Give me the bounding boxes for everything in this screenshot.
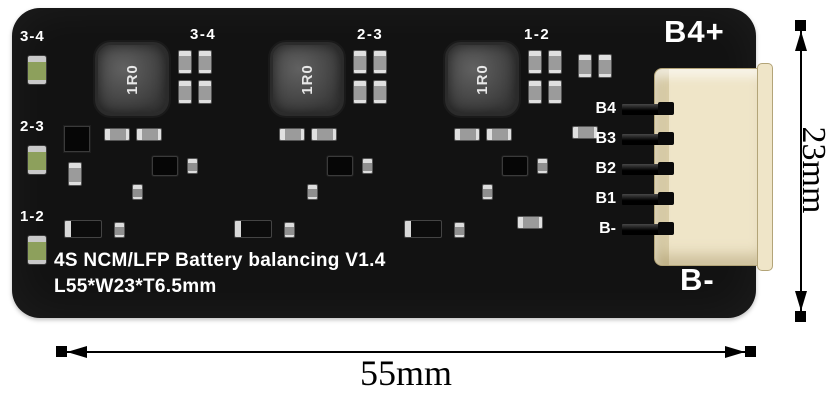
smd-component [64, 220, 102, 238]
smd-component [353, 80, 367, 104]
smd-component [528, 80, 542, 104]
pin-row-b-minus: B- [586, 220, 670, 238]
smd-component [373, 50, 387, 74]
smd-component [454, 128, 480, 141]
smd-component [548, 50, 562, 74]
pin-contact [622, 103, 670, 115]
height-dimension-label: 23mm [795, 126, 832, 214]
pin-row-b2: B2 [586, 160, 670, 178]
smd-component [284, 222, 295, 238]
led-2-3 [27, 145, 47, 175]
smd-component [187, 158, 198, 174]
jst-connector [654, 63, 773, 271]
smd-component [482, 184, 493, 200]
width-dimension-label: 55mm [359, 353, 452, 393]
board-size-text: L55*W23*T6.5mm [54, 276, 217, 297]
smd-component [486, 128, 512, 141]
inductor-marking: 1R0 [473, 63, 491, 95]
smd-component [598, 54, 612, 78]
pin-row-b4: B4 [586, 100, 670, 118]
dimension-end-cap [795, 311, 806, 322]
smd-component [548, 80, 562, 104]
pin-row-b3: B3 [586, 130, 670, 148]
smd-component [178, 80, 192, 104]
smd-component [64, 126, 90, 152]
connector-slot [658, 222, 674, 235]
smd-component [517, 216, 543, 229]
smd-component [404, 220, 442, 238]
connector-slot [658, 102, 674, 115]
smd-component [68, 162, 82, 186]
smd-component [578, 54, 592, 78]
smd-component [537, 158, 548, 174]
connector-slot [658, 162, 674, 175]
smd-component [454, 222, 465, 238]
smd-component [114, 222, 125, 238]
connector-slot [658, 192, 674, 205]
pin-contact [622, 163, 670, 175]
smd-component [198, 50, 212, 74]
smd-component [327, 156, 353, 176]
pcb-board: 3-4 2-3 1-2 3-4 2-3 1-2 1R0 1R0 1R0 B4 B… [12, 8, 773, 318]
smd-component [178, 50, 192, 74]
smd-component [311, 128, 337, 141]
pin-contact [622, 223, 670, 235]
dimension-line [800, 23, 802, 319]
smd-component [132, 184, 143, 200]
connector-slot [658, 132, 674, 145]
terminal-b4-plus: B4+ [664, 14, 725, 49]
section-label-3-4: 3-4 [190, 26, 217, 43]
pin-label-b2: B2 [595, 160, 616, 177]
smd-component [307, 184, 318, 200]
smd-component [353, 50, 367, 74]
smd-component [362, 158, 373, 174]
pin-contact [622, 133, 670, 145]
smd-component [234, 220, 272, 238]
pin-contact [622, 193, 670, 205]
inductor-1: 1R0 [95, 42, 169, 116]
pin-label-b3: B3 [595, 130, 616, 147]
led-label-1-2: 1-2 [20, 208, 45, 225]
pin-label-b4: B4 [595, 100, 616, 117]
arrow-right-icon [725, 346, 745, 358]
pin-label-b1: B1 [595, 190, 616, 207]
terminal-b-minus: B- [680, 262, 715, 297]
led-label-3-4: 3-4 [20, 28, 45, 45]
smd-component [572, 126, 598, 139]
led-1-2 [27, 235, 47, 265]
pin-row-b1: B1 [586, 190, 670, 208]
inductor-2: 1R0 [270, 42, 344, 116]
inductor-marking: 1R0 [123, 63, 141, 95]
width-dimension-line [56, 346, 756, 358]
pin-label-b-minus: B- [599, 220, 616, 237]
smd-component [104, 128, 130, 141]
board-title: 4S NCM/LFP Battery balancing V1.4 [54, 250, 386, 271]
arrow-down-icon [795, 291, 807, 311]
dimension-line [59, 351, 753, 353]
height-dimension-line [795, 20, 807, 322]
smd-component [373, 80, 387, 104]
inductor-marking: 1R0 [298, 63, 316, 95]
smd-component [198, 80, 212, 104]
smd-component [152, 156, 178, 176]
section-label-1-2: 1-2 [524, 26, 551, 43]
inductor-3: 1R0 [445, 42, 519, 116]
led-label-2-3: 2-3 [20, 118, 45, 135]
smd-component [279, 128, 305, 141]
led-3-4 [27, 55, 47, 85]
section-label-2-3: 2-3 [357, 26, 384, 43]
smd-component [502, 156, 528, 176]
smd-component [136, 128, 162, 141]
smd-component [528, 50, 542, 74]
dimension-end-cap [745, 346, 756, 357]
